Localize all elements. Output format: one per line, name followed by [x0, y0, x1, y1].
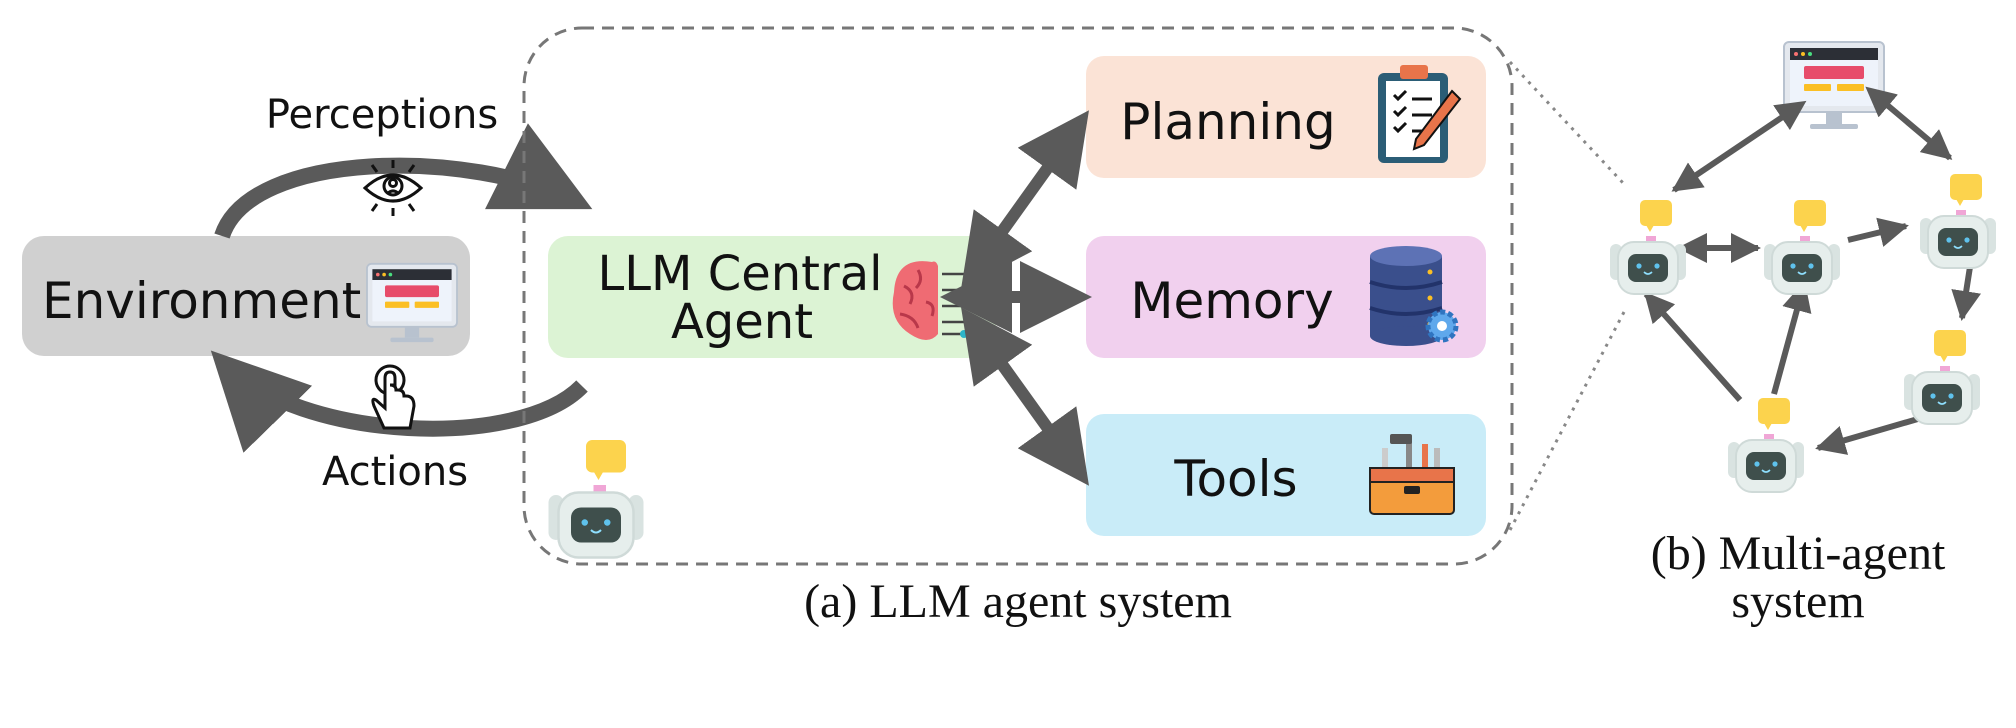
pointing-hand-icon: [371, 364, 416, 430]
environment-label: Environment: [42, 272, 361, 330]
central-agent-label-line1: LLM Central: [598, 246, 883, 302]
toolbox-icon: [1369, 434, 1455, 515]
arrow-monitor-robot3: [1865, 86, 1953, 161]
robot-icon-1: [1609, 199, 1687, 295]
eye-icon: [362, 160, 424, 216]
database-gear-icon: [1369, 246, 1459, 346]
agent-robot-icon: [547, 438, 645, 559]
memory-label: Memory: [1130, 272, 1333, 330]
caption-multi-agent-line2: system: [1731, 575, 1864, 628]
perceptions-arrow: [214, 123, 593, 240]
robot-icon-5: [1727, 397, 1805, 493]
multi-agent-monitor-icon: [1783, 41, 1885, 130]
llm-agent-system-boundary: [522, 26, 1514, 566]
arrow-robot2-robot3: [1847, 217, 1909, 247]
zoom-line-bottom: [1508, 311, 1626, 531]
caption-multi-agent-line1: (b) Multi-agent: [1651, 527, 1946, 580]
central-agent-label-line2: Agent: [671, 294, 813, 350]
arrow-robot4-robot5: [1815, 413, 1929, 455]
central-planning-arrow: [961, 110, 1089, 289]
planning-label: Planning: [1120, 93, 1335, 151]
zoom-line-top: [1508, 60, 1626, 186]
arrow-monitor-robot1: [1671, 100, 1807, 193]
central-tools-arrow: [961, 307, 1089, 486]
environment-box: [22, 236, 470, 356]
robot-icon-4: [1903, 329, 1981, 425]
caption-llm-agent-system: (a) LLM agent system: [804, 575, 1232, 628]
robot-icon-2: [1763, 199, 1841, 295]
perceptions-label: Perceptions: [266, 92, 498, 138]
arrow-robot5-robot2: [1771, 281, 1812, 395]
arrow-robot5-robot1: [1643, 291, 1743, 402]
clipboard-pencil-icon: [1378, 65, 1462, 163]
central-agent-box: [548, 236, 996, 358]
robot-icon-3: [1919, 173, 1997, 269]
tools-label: Tools: [1173, 450, 1297, 508]
actions-label: Actions: [322, 449, 468, 495]
